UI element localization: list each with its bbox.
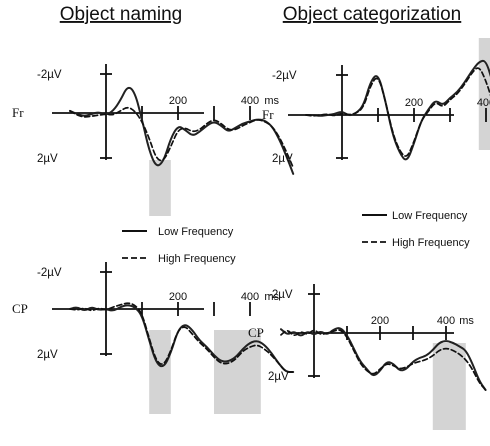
panel-categorization-fr: 200 400 ms -2µV 2µV Fr bbox=[262, 38, 490, 165]
panel-2-x-tick-label-400: 400 bbox=[477, 97, 490, 109]
title-object-naming: Object naming bbox=[60, 4, 183, 25]
panel-0-amp-label-bottom: 2µV bbox=[37, 153, 58, 165]
legend-categorization: Low Frequency High Frequency bbox=[362, 210, 470, 249]
panel-3-amp-label-bottom: 2µV bbox=[268, 371, 289, 383]
panel-3-x-tick-label-400: 400 bbox=[437, 315, 455, 327]
panel-2-amp-label-bottom: 2µV bbox=[272, 153, 293, 165]
panel-3-shaded-window-0 bbox=[432, 343, 466, 430]
panel-1-x-unit-label: ms bbox=[264, 291, 279, 303]
panel-1-shaded-window-1 bbox=[214, 330, 261, 414]
panel-3-waveform-low-frequency bbox=[280, 327, 487, 391]
panel-2-amp-label-top: -2µV bbox=[272, 70, 297, 82]
legend-categorization-low-label: Low Frequency bbox=[392, 210, 468, 222]
panel-0-waveform-high-frequency bbox=[69, 106, 295, 169]
legend-naming-high-label: High Frequency bbox=[158, 253, 236, 265]
panel-0-x-tick-label-400: 400 bbox=[241, 95, 259, 107]
panel-3-amp-label-top: -2µV bbox=[268, 289, 293, 301]
panel-0-x-tick-label-200: 200 bbox=[169, 95, 187, 107]
panel-0-shaded-window-0 bbox=[149, 160, 171, 216]
panel-2-waveform-high-frequency bbox=[305, 67, 490, 157]
panel-3-site-label: CP bbox=[248, 325, 264, 340]
legend-naming: Low Frequency High Frequency bbox=[122, 226, 236, 265]
panel-0-amp-label-top: -2µV bbox=[37, 69, 62, 81]
panel-3-waveform-high-frequency bbox=[280, 329, 487, 391]
panel-1-x-tick-label-200: 200 bbox=[169, 291, 187, 303]
panel-2-x-tick-label-200: 200 bbox=[405, 97, 423, 109]
panel-1-amp-label-bottom: 2µV bbox=[37, 349, 58, 361]
legend-categorization-high-label: High Frequency bbox=[392, 237, 470, 249]
panel-2-shaded-window-0 bbox=[478, 38, 490, 150]
panel-0-site-label: Fr bbox=[12, 105, 24, 120]
legend-naming-low-label: Low Frequency bbox=[158, 226, 234, 238]
panel-2-site-label: Fr bbox=[262, 107, 274, 122]
panel-3-x-unit-label: ms bbox=[459, 315, 474, 327]
panel-1-site-label: CP bbox=[12, 301, 28, 316]
panel-1-waveform-high-frequency bbox=[69, 302, 295, 373]
panel-naming-fr: 200 400 ms -2µV 2µV Fr bbox=[12, 64, 295, 216]
panel-1-amp-label-top: -2µV bbox=[37, 267, 62, 279]
panel-1-x-tick-label-400: 400 bbox=[241, 291, 259, 303]
panel-0-x-unit-label: ms bbox=[264, 95, 279, 107]
title-object-categorization: Object categorization bbox=[283, 4, 462, 25]
panel-1-shaded-window-0 bbox=[149, 330, 171, 414]
panel-3-x-tick-label-200: 200 bbox=[371, 315, 389, 327]
